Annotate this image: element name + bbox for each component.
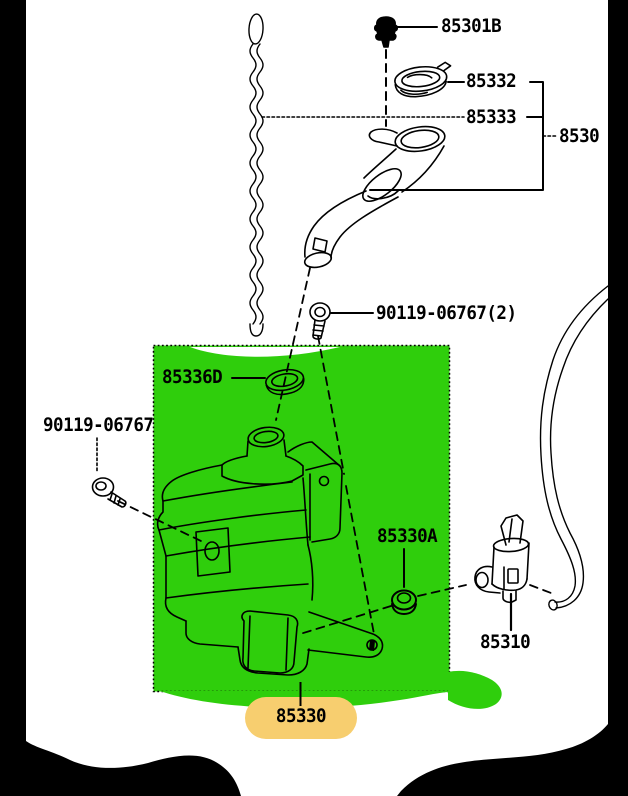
callout-90119-06767-2[interactable]: 90119-06767(2) xyxy=(376,302,517,325)
callout-90119-06767[interactable]: 90119-06767 xyxy=(43,414,154,437)
part-drawing-washer-hose xyxy=(248,13,264,337)
callout-85301B[interactable]: 85301B xyxy=(441,15,502,38)
part-drawing-bolt-85301b xyxy=(373,16,438,127)
part-drawing-reservoir-tank xyxy=(156,426,384,676)
part-drawing-grommet-85336d xyxy=(231,368,305,396)
callout-85333[interactable]: 85333 xyxy=(466,106,517,129)
part-drawing-filler-neck xyxy=(275,125,446,421)
callout-85332[interactable]: 85332 xyxy=(466,70,517,93)
callout-85330-selected[interactable]: 85330 xyxy=(275,705,327,728)
part-drawing-screw-left xyxy=(91,437,204,543)
part-drawing-hose xyxy=(539,285,609,611)
part-drawing-pump-85310 xyxy=(474,514,552,632)
highlight-pill-85330[interactable] xyxy=(245,697,357,739)
callout-8530[interactable]: 8530 xyxy=(559,125,600,148)
highlight-region-85330[interactable] xyxy=(152,344,502,709)
bracket-8530 xyxy=(369,81,559,191)
callout-85330A[interactable]: 85330A xyxy=(377,525,438,548)
part-drawing-grommet-85330a xyxy=(299,548,467,635)
part-drawing-cap-85332 xyxy=(394,61,465,98)
callout-85336D[interactable]: 85336D xyxy=(162,366,223,389)
part-drawing-screw-upper xyxy=(309,302,375,635)
callout-85310[interactable]: 85310 xyxy=(480,631,531,654)
